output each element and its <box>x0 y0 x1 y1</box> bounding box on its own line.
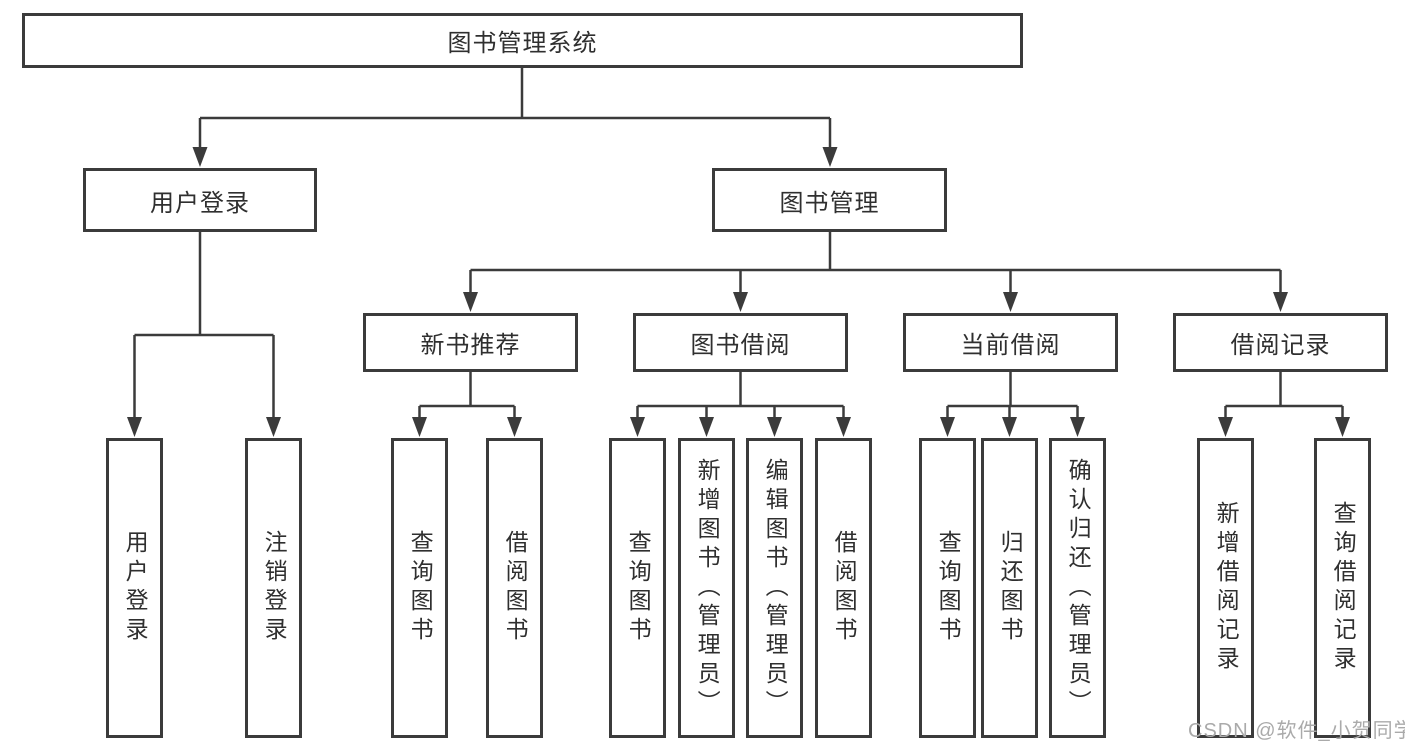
leaf-query-borrow-record: 查询借阅记录 <box>1314 438 1371 738</box>
leaf-confirm-return-admin: 确认归还（管理员） <box>1049 438 1106 738</box>
leaf-query-books-current: 查询图书 <box>919 438 976 738</box>
leaf-user-login: 用户登录 <box>106 438 163 738</box>
node-new-book-recommend: 新书推荐 <box>363 313 578 372</box>
leaf-label: 确认归还（管理员） <box>1065 457 1092 719</box>
leaf-query-books-borrow: 查询图书 <box>609 438 666 738</box>
leaf-logout: 注销登录 <box>245 438 302 738</box>
leaf-label: 借阅图书 <box>831 530 858 646</box>
node-book-borrow: 图书借阅 <box>633 313 848 372</box>
leaf-label: 编辑图书（管理员） <box>762 457 789 719</box>
leaf-label: 归还图书 <box>997 530 1024 646</box>
leaf-borrow-books: 借阅图书 <box>815 438 872 738</box>
leaf-label: 注销登录 <box>261 530 288 646</box>
leaf-label: 新增图书（管理员） <box>694 457 721 719</box>
leaf-label: 查询图书 <box>625 530 652 646</box>
leaf-label: 新增借阅记录 <box>1213 501 1240 675</box>
node-user-login: 用户登录 <box>83 168 317 232</box>
leaf-label: 借阅图书 <box>502 530 529 646</box>
leaf-label: 查询图书 <box>935 530 962 646</box>
leaf-query-books-recommend: 查询图书 <box>391 438 448 738</box>
csdn-watermark: CSDN @软件_小贺同学 <box>1188 720 1405 742</box>
leaf-label: 查询图书 <box>407 530 434 646</box>
leaf-return-book: 归还图书 <box>981 438 1038 738</box>
leaf-label: 用户登录 <box>122 530 149 646</box>
leaf-add-borrow-record: 新增借阅记录 <box>1197 438 1254 738</box>
leaf-label: 查询借阅记录 <box>1330 501 1357 675</box>
node-current-borrow: 当前借阅 <box>903 313 1118 372</box>
leaf-add-book-admin: 新增图书（管理员） <box>678 438 735 738</box>
node-borrow-records: 借阅记录 <box>1173 313 1388 372</box>
node-book-management: 图书管理 <box>712 168 947 232</box>
node-root: 图书管理系统 <box>22 13 1023 68</box>
leaf-borrow-books-recommend: 借阅图书 <box>486 438 543 738</box>
leaf-edit-book-admin: 编辑图书（管理员） <box>746 438 803 738</box>
